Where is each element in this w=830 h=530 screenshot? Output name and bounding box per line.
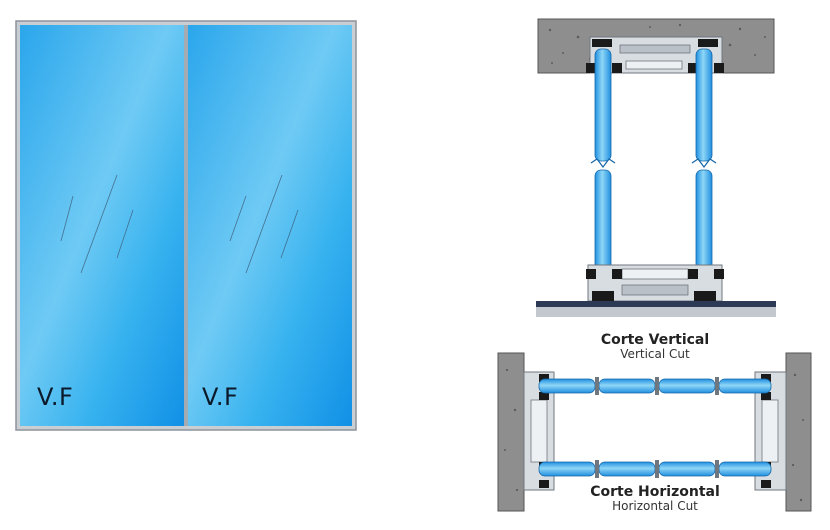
top-seals bbox=[586, 39, 724, 73]
vertical-cut-title: Corte Vertical bbox=[600, 332, 710, 348]
right-wall bbox=[785, 352, 812, 512]
glass-row-upper bbox=[538, 378, 772, 394]
horizontal-cut-drawing bbox=[497, 352, 812, 512]
interlock-joints bbox=[595, 377, 719, 478]
panel-label-left: V.F bbox=[37, 383, 74, 411]
reflection-marks-right bbox=[229, 174, 299, 274]
vertical-cut-drawing bbox=[536, 18, 776, 317]
door-elevation bbox=[15, 20, 357, 431]
bottom-seals bbox=[586, 269, 724, 301]
break-marks bbox=[590, 158, 717, 168]
left-wall bbox=[497, 352, 525, 512]
floor-slab bbox=[536, 301, 776, 307]
center-mullion bbox=[184, 25, 188, 426]
glass-row-lower bbox=[538, 461, 772, 477]
glass-section-left-upper bbox=[594, 48, 612, 162]
glass-panel-left bbox=[20, 25, 185, 426]
vertical-cut-subtitle: Vertical Cut bbox=[620, 347, 690, 361]
horizontal-cut-subtitle: Horizontal Cut bbox=[612, 499, 698, 513]
glass-section-right-upper bbox=[695, 48, 713, 162]
glass-panel-right bbox=[187, 25, 352, 426]
reflection-marks-left bbox=[60, 174, 134, 274]
panel-label-right: V.F bbox=[202, 383, 239, 411]
horizontal-cut-title: Corte Horizontal bbox=[590, 484, 720, 500]
